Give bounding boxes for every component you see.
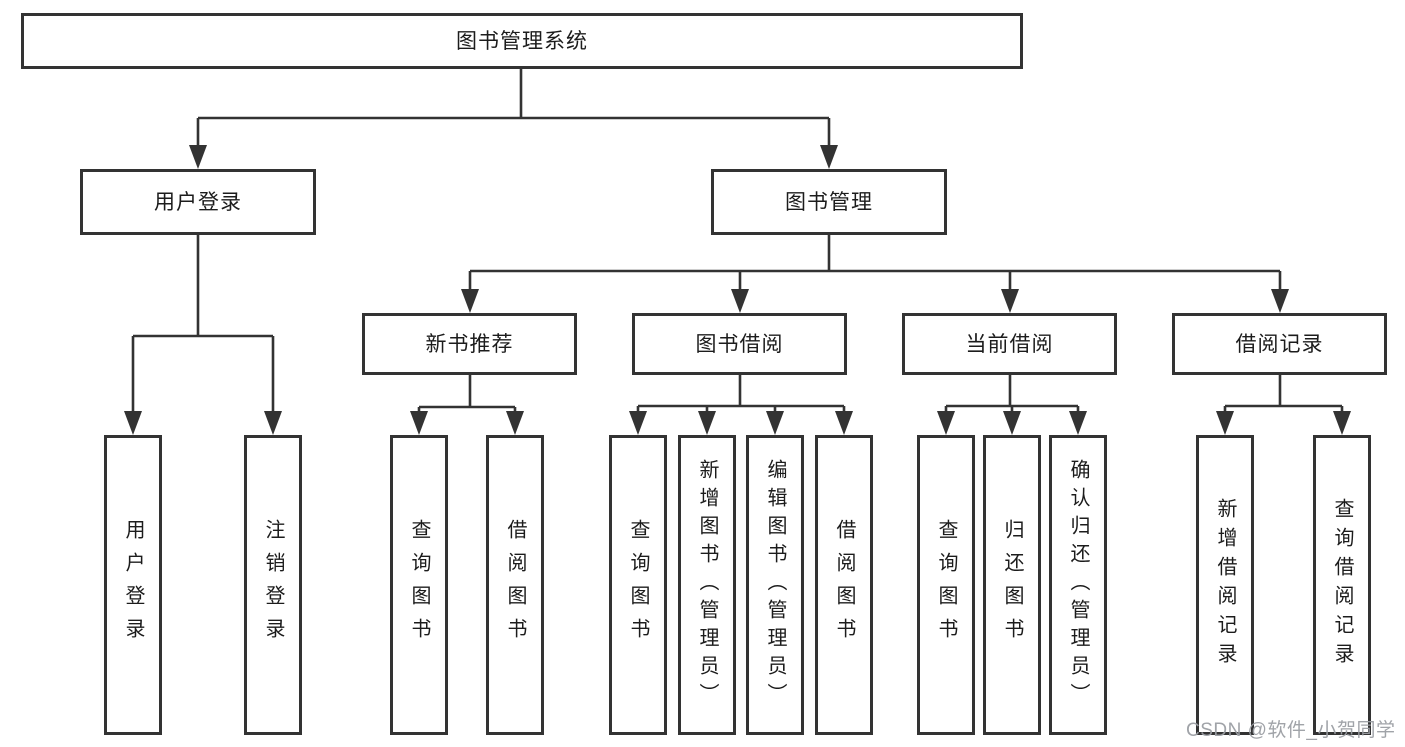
leaf-br-query-record: 查询借阅记录 (1313, 435, 1371, 735)
node-label: 查询图书 (627, 519, 649, 651)
node-label: 查询借阅记录 (1331, 498, 1353, 672)
node-label: 查询图书 (408, 519, 430, 651)
node-label: 注销登录 (262, 519, 284, 651)
node-label: 确认归还（管理员） (1067, 459, 1089, 711)
leaf-user-login: 用户登录 (104, 435, 162, 735)
node-borrowing-records: 借阅记录 (1172, 313, 1387, 375)
node-label: 图书管理系统 (456, 29, 588, 53)
node-current-borrowing: 当前借阅 (902, 313, 1117, 375)
leaf-bb-query-book: 查询图书 (609, 435, 667, 735)
node-label: 新增图书（管理员） (696, 459, 718, 711)
node-label: 查询图书 (935, 519, 957, 651)
node-label: 编辑图书（管理员） (764, 459, 786, 711)
leaf-bb-add-book-admin: 新增图书（管理员） (678, 435, 736, 735)
node-user-login-group: 用户登录 (80, 169, 316, 235)
node-label: 新书推荐 (425, 332, 514, 356)
node-new-book-recommendation: 新书推荐 (362, 313, 577, 375)
leaf-cb-query-book: 查询图书 (917, 435, 975, 735)
node-library-management-system: 图书管理系统 (21, 13, 1023, 69)
node-label: 用户登录 (154, 190, 242, 214)
leaf-cb-return-book: 归还图书 (983, 435, 1041, 735)
leaf-rec-borrow-book: 借阅图书 (486, 435, 544, 735)
leaf-rec-query-book: 查询图书 (390, 435, 448, 735)
leaf-br-add-record: 新增借阅记录 (1196, 435, 1254, 735)
node-label: 当前借阅 (965, 332, 1054, 356)
leaf-logout: 注销登录 (244, 435, 302, 735)
node-label: 图书管理 (785, 190, 873, 214)
leaf-cb-confirm-return-admin: 确认归还（管理员） (1049, 435, 1107, 735)
watermark: CSDN @软件_小贺同学 (1186, 720, 1396, 741)
node-book-borrowing: 图书借阅 (632, 313, 847, 375)
node-label: 借阅记录 (1235, 332, 1324, 356)
leaf-bb-edit-book-admin: 编辑图书（管理员） (746, 435, 804, 735)
node-label: 归还图书 (1001, 519, 1023, 651)
node-label: 借阅图书 (833, 519, 855, 651)
node-book-management-group: 图书管理 (711, 169, 947, 235)
node-label: 图书借阅 (695, 332, 784, 356)
node-label: 借阅图书 (504, 519, 526, 651)
node-label: 新增借阅记录 (1214, 498, 1236, 672)
leaf-bb-borrow-book: 借阅图书 (815, 435, 873, 735)
node-label: 用户登录 (122, 519, 144, 651)
